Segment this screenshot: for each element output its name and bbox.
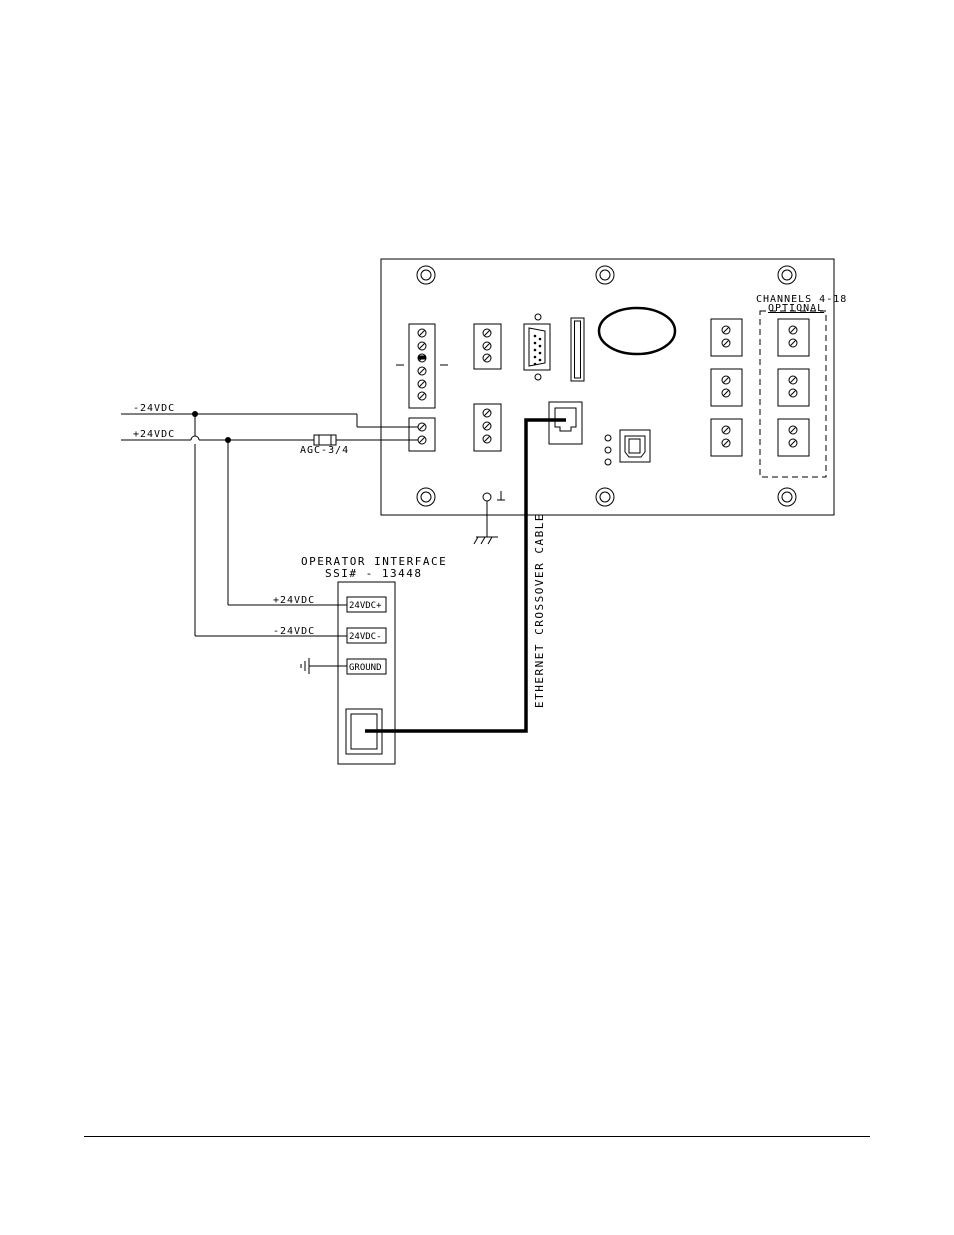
optional-channel-block (777, 418, 810, 457)
terminal-ground-label: GROUND (349, 663, 382, 673)
terminal-24vdc-pos-label: 24VDC+ (349, 601, 382, 611)
controller-board: CHANNELS 4-18 OPTIONAL (380, 258, 847, 516)
channel-terminal-block (710, 318, 743, 357)
terminal-block-3pin (473, 403, 502, 452)
optional-channels-group (759, 310, 827, 478)
optional-channel-block (777, 318, 810, 357)
usb-b-port (619, 429, 651, 463)
ethernet-cable-label: ETHERNET CROSSOVER CABLE (533, 513, 546, 708)
mounting-hole (777, 265, 797, 285)
mounting-hole (777, 487, 797, 507)
fuse (313, 434, 337, 446)
terminal-24vdc-neg: 24VDC- (346, 627, 387, 644)
terminal-24vdc-pos: 24VDC+ (346, 596, 387, 613)
pos-24vdc-supply-label: +24VDC (133, 429, 175, 440)
channel-terminal-block (710, 368, 743, 407)
card-slot (570, 317, 585, 382)
status-leds (604, 434, 612, 466)
channels-label: CHANNELS 4-18 (756, 294, 847, 305)
battery-oval (597, 306, 677, 356)
power-wiring (121, 411, 418, 637)
neg-24vdc-supply-label: -24VDC (133, 403, 175, 414)
mounting-hole (416, 265, 436, 285)
ethernet-crossover-cable (365, 418, 566, 733)
mounting-hole (416, 487, 436, 507)
operator-interface-ssi: SSI# - 13448 (325, 567, 422, 580)
board-ground-stud (482, 491, 505, 502)
optional-label: OPTIONAL (768, 303, 824, 314)
db9-serial-connector (523, 313, 551, 381)
optional-channel-block (777, 368, 810, 407)
power-terminal-block (408, 417, 436, 452)
footer-rule (84, 1136, 870, 1137)
operator-interface: 24VDC+ 24VDC- GROUND (337, 581, 396, 765)
mounting-hole (595, 487, 615, 507)
chassis-ground-icon (473, 501, 498, 545)
ground-icon (300, 658, 347, 674)
oi-pos-24vdc-label: +24VDC (273, 595, 315, 606)
oi-neg-24vdc-label: -24VDC (273, 626, 315, 637)
terminal-24vdc-neg-label: 24VDC- (349, 632, 382, 642)
channel-terminal-block (710, 418, 743, 457)
terminal-ground: GROUND (346, 658, 387, 675)
mounting-hole (595, 265, 615, 285)
fuse-label: AGC-3/4 (300, 445, 349, 456)
operator-interface-title: OPERATOR INTERFACE (301, 555, 447, 568)
terminal-block-6pin (396, 323, 448, 409)
terminal-block-3pin (473, 323, 502, 370)
rj45-board-port (548, 401, 583, 445)
